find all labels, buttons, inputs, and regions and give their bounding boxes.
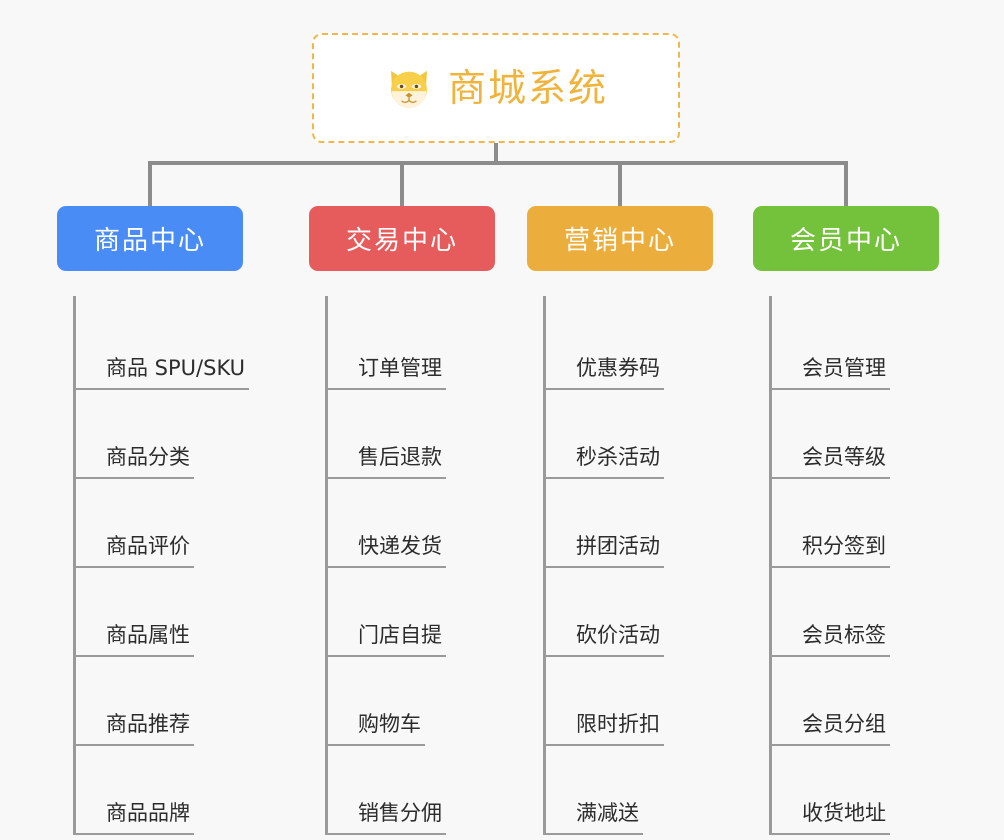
branch-item[interactable]: 收货地址 xyxy=(772,746,973,835)
branch-item-label: 满减送 xyxy=(576,800,639,825)
branch-item[interactable]: 销售分佣 xyxy=(328,746,529,835)
branch-item-rule xyxy=(772,566,890,568)
branch-item[interactable]: 满减送 xyxy=(546,746,747,835)
branch-item-label: 会员管理 xyxy=(802,355,886,380)
branch-item-rule xyxy=(328,477,446,479)
branch-item-rule xyxy=(76,566,194,568)
branch-item[interactable]: 订单管理 xyxy=(328,301,529,390)
root-title: 商城系统 xyxy=(447,66,608,110)
root-node[interactable]: 商城系统 xyxy=(312,33,680,143)
branch-item-rule xyxy=(772,744,890,746)
connector-horizontal-bus xyxy=(148,161,848,165)
branch-item[interactable]: 会员分组 xyxy=(772,657,973,746)
branch-item-rule xyxy=(772,833,890,835)
branch-item[interactable]: 拼团活动 xyxy=(546,479,747,568)
shiba-dog-icon xyxy=(391,70,427,109)
branch-item-label: 拼团活动 xyxy=(576,533,660,558)
branch-item[interactable]: 会员等级 xyxy=(772,390,973,479)
branch-item-rule xyxy=(772,388,890,390)
branch-item[interactable]: 砍价活动 xyxy=(546,568,747,657)
branch-item[interactable]: 商品属性 xyxy=(76,568,277,657)
branch-item[interactable]: 会员标签 xyxy=(772,568,973,657)
branch-item-label: 收货地址 xyxy=(802,800,886,825)
branch-item-label: 购物车 xyxy=(358,711,421,736)
branch-item-label: 订单管理 xyxy=(358,355,442,380)
branch-item-rule xyxy=(772,477,890,479)
branch-item-label: 商品评价 xyxy=(106,533,190,558)
branch-item[interactable]: 秒杀活动 xyxy=(546,390,747,479)
branch-item-label: 会员等级 xyxy=(802,444,886,469)
connector-drop-3 xyxy=(618,161,622,207)
branch-item[interactable]: 商品推荐 xyxy=(76,657,277,746)
branch-item-list: 订单管理售后退款快递发货门店自提购物车销售分佣 xyxy=(325,296,529,835)
branch-item-list: 会员管理会员等级积分签到会员标签会员分组收货地址 xyxy=(769,296,973,835)
branch-item-label: 限时折扣 xyxy=(576,711,660,736)
branch-item-rule xyxy=(772,655,890,657)
branch-item-rule xyxy=(546,477,664,479)
branch-item-rule xyxy=(76,655,194,657)
branch-item[interactable]: 会员管理 xyxy=(772,301,973,390)
branch-column: 交易中心订单管理售后退款快递发货门店自提购物车销售分佣 xyxy=(309,206,529,835)
branch-item-rule xyxy=(328,655,446,657)
branch-item-label: 商品推荐 xyxy=(106,711,190,736)
branch-item-label: 会员标签 xyxy=(802,622,886,647)
branch-item[interactable]: 购物车 xyxy=(328,657,529,746)
branch-item[interactable]: 商品评价 xyxy=(76,479,277,568)
branch-item[interactable]: 优惠券码 xyxy=(546,301,747,390)
branch-column: 商品中心商品 SPU/SKU 商品分类商品评价商品属性商品推荐商品品牌 xyxy=(57,206,277,835)
branch-item[interactable]: 门店自提 xyxy=(328,568,529,657)
branch-item-list: 商品 SPU/SKU 商品分类商品评价商品属性商品推荐商品品牌 xyxy=(73,296,277,835)
branch-item-rule xyxy=(328,566,446,568)
branch-item-rule xyxy=(546,833,643,835)
connector-drop-4 xyxy=(844,161,848,207)
branch-item-label: 砍价活动 xyxy=(576,622,660,647)
branch-item-label: 快递发货 xyxy=(358,533,442,558)
branch-item-label: 售后退款 xyxy=(358,444,442,469)
connector-root-stem xyxy=(494,143,498,164)
branch-item[interactable]: 商品 SPU/SKU xyxy=(76,301,277,390)
branch-columns: 商品中心商品 SPU/SKU 商品分类商品评价商品属性商品推荐商品品牌 交易中心订单… xyxy=(0,206,1004,840)
branch-item-label: 积分签到 xyxy=(802,533,886,558)
branch-header-2[interactable]: 交易中心 xyxy=(309,206,495,271)
branch-item-rule xyxy=(546,744,664,746)
branch-item-rule xyxy=(76,388,249,390)
branch-item-label: 商品分类 xyxy=(106,444,190,469)
branch-header-4[interactable]: 会员中心 xyxy=(753,206,939,271)
branch-item-list: 优惠券码秒杀活动拼团活动砍价活动限时折扣满减送 xyxy=(543,296,747,835)
branch-item-label: 销售分佣 xyxy=(358,800,442,825)
branch-item-rule xyxy=(328,744,425,746)
branch-column: 会员中心会员管理会员等级积分签到会员标签会员分组收货地址 xyxy=(753,206,973,835)
branch-item-rule xyxy=(328,833,446,835)
branch-header-1[interactable]: 商品中心 xyxy=(57,206,243,271)
connector-drop-1 xyxy=(148,161,152,207)
branch-item[interactable]: 限时折扣 xyxy=(546,657,747,746)
branch-item-rule xyxy=(76,833,194,835)
branch-item-rule xyxy=(546,655,664,657)
branch-column: 营销中心优惠券码秒杀活动拼团活动砍价活动限时折扣满减送 xyxy=(527,206,747,835)
branch-item-rule xyxy=(546,566,664,568)
branch-item-label: 门店自提 xyxy=(358,622,442,647)
branch-item-label: 商品 SPU/SKU xyxy=(106,355,246,380)
branch-item-label: 商品品牌 xyxy=(106,800,190,825)
branch-item-label: 优惠券码 xyxy=(576,355,660,380)
branch-item[interactable]: 售后退款 xyxy=(328,390,529,479)
branch-item-rule xyxy=(76,477,194,479)
branch-item-label: 秒杀活动 xyxy=(576,444,660,469)
branch-item-label: 商品属性 xyxy=(106,622,190,647)
connector-drop-2 xyxy=(400,161,404,207)
branch-item-rule xyxy=(546,388,664,390)
branch-item[interactable]: 商品品牌 xyxy=(76,746,277,835)
branch-item[interactable]: 积分签到 xyxy=(772,479,973,568)
branch-item-rule xyxy=(328,388,446,390)
branch-item[interactable]: 快递发货 xyxy=(328,479,529,568)
branch-item-label: 会员分组 xyxy=(802,711,886,736)
branch-header-3[interactable]: 营销中心 xyxy=(527,206,713,271)
branch-item[interactable]: 商品分类 xyxy=(76,390,277,479)
branch-item-rule xyxy=(76,744,194,746)
